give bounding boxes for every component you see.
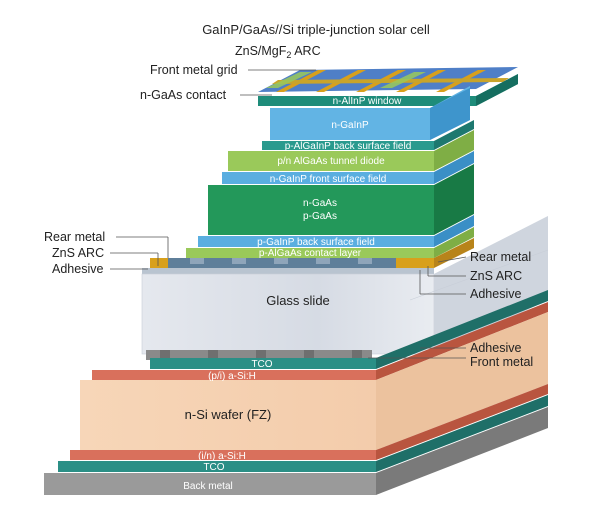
- gaas-contact-strip: [380, 72, 426, 88]
- layer-p-algainp-bsf: [262, 141, 434, 150]
- label-p-algaas-contact: p-AlGaAs contact layer: [259, 248, 362, 259]
- label-tco-bottom: TCO: [203, 462, 224, 473]
- layer-p-gainp-bsf: [198, 236, 434, 247]
- layer-p-algaas-contact: [186, 248, 434, 258]
- label-tco-top: TCO: [251, 359, 272, 370]
- top-cell-stack: [186, 67, 518, 258]
- layer-tco-bottom: [58, 461, 376, 472]
- label-back-metal: Back metal: [183, 481, 232, 492]
- layer-n-gainp-fsf: [222, 172, 434, 184]
- leader-lines: [110, 69, 467, 359]
- gaas-contact-strip: [266, 72, 312, 88]
- label-rear-metal-left: Rear metal: [44, 230, 105, 244]
- layer-p-i-asih: [92, 370, 376, 380]
- label-p-gainp-bsf: p-GaInP back surface field: [257, 237, 375, 248]
- label-n-si-wafer: n-Si wafer (FZ): [185, 407, 272, 422]
- label-tunnel-diode: p/n AlGaAs tunnel diode: [277, 156, 385, 167]
- label-n-gaas: n-GaAs: [303, 198, 337, 209]
- layer-tunnel-diode: [228, 151, 434, 171]
- label-p-gaas: p-GaAs: [303, 211, 337, 222]
- label-p-i-asih: (p/i) a-Si:H: [208, 371, 256, 382]
- grid-busbar: [272, 78, 509, 84]
- label-n-gaas-contact: n-GaAs contact: [140, 88, 227, 102]
- layer-tco-top: [150, 358, 376, 369]
- layer-gaas: [208, 185, 434, 235]
- label-i-n-asih: (i/n) a-Si:H: [198, 451, 246, 462]
- layer-n-si-wafer: [80, 380, 376, 450]
- label-n-gainp: n-GaInP: [331, 120, 369, 131]
- label-adhesive-right: Adhesive: [470, 287, 521, 301]
- label-front-metal: Front metal: [470, 355, 533, 369]
- bottom-cell-stack: [44, 290, 548, 495]
- label-n-gainp-fsf: n-GaInP front surface field: [270, 174, 387, 185]
- glass-slide: [141, 216, 549, 355]
- label-p-algainp-bsf: p-AlGaInP back surface field: [285, 141, 412, 152]
- label-n-alinp-window: n-AlInP window: [333, 96, 403, 107]
- layer-i-n-asih: [70, 450, 376, 460]
- label-zns-arc-right: ZnS ARC: [470, 269, 522, 283]
- label-front-metal-grid: Front metal grid: [150, 63, 238, 77]
- diagram-title: GaInP/GaAs//Si triple-junction solar cel…: [202, 22, 430, 37]
- layer-back-metal: [44, 473, 376, 495]
- arc-top-label: ZnS/MgF2 ARC: [235, 44, 321, 60]
- label-adhesive-left: Adhesive: [52, 262, 103, 276]
- label-adhesive-lower: Adhesive: [470, 341, 521, 355]
- rear-metal-band: [150, 258, 434, 268]
- label-glass-slide: Glass slide: [266, 293, 330, 308]
- bond-interface: [142, 238, 474, 274]
- label-rear-metal-right: Rear metal: [470, 250, 531, 264]
- label-zns-arc-left: ZnS ARC: [52, 246, 104, 260]
